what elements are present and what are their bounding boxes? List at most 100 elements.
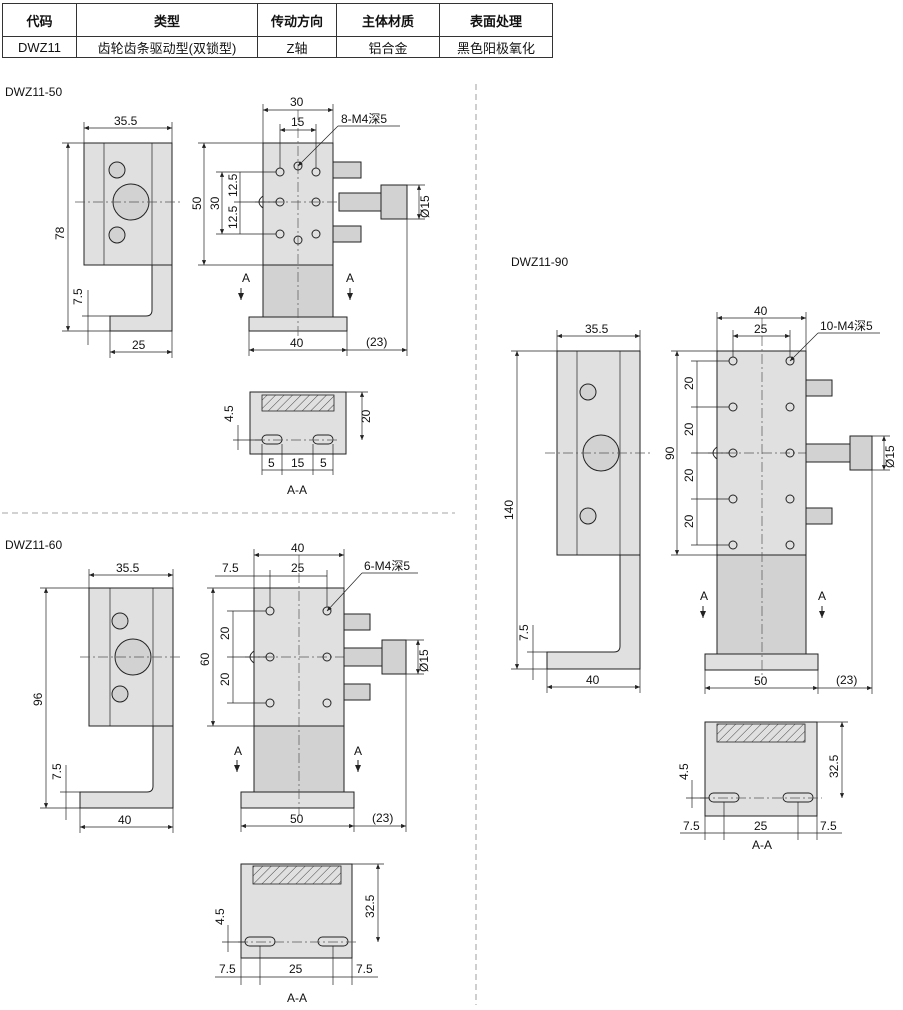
front-base-60 <box>240 791 355 809</box>
knob-icon <box>381 639 407 675</box>
section-mark-right-50: A <box>346 271 354 285</box>
lock-knob-icon <box>332 161 362 179</box>
spec-table: 代码 类型 传动方向 主体材质 表面处理 DWZ11 齿轮齿条驱动型(双锁型) … <box>2 3 553 58</box>
screw-icon <box>108 226 126 244</box>
shaft-icon <box>338 192 382 212</box>
shaft-icon <box>805 443 851 463</box>
shaft-icon <box>343 647 383 667</box>
hole-icon <box>311 197 321 207</box>
section-hatch-60 <box>252 865 342 885</box>
dim-top-mid-90: 25 <box>754 322 768 336</box>
lock-knob-icon <box>332 225 362 243</box>
screw-icon <box>108 161 126 179</box>
lock-knob-icon <box>343 613 371 631</box>
section-hatch-90 <box>716 723 806 743</box>
dim-pitch-2-50: 12.5 <box>226 205 240 229</box>
dim-top-width-50: 30 <box>290 95 304 109</box>
dim-extension-50: (23) <box>366 335 387 349</box>
dim-side-base-w-60: 40 <box>118 813 132 827</box>
section-hatch-50 <box>261 394 335 412</box>
section-mark-left-60: A <box>234 744 242 758</box>
screw-icon <box>579 507 597 525</box>
section-mark-right-90: A <box>818 589 826 603</box>
dim-pitch-3-90: 20 <box>682 468 696 482</box>
cell-type: 齿轮齿条驱动型(双锁型) <box>76 36 258 58</box>
dim-side-width-90: 35.5 <box>585 322 609 336</box>
dim-plate-height-60: 60 <box>198 652 212 666</box>
dim-knob-dia-50: Ø15 <box>418 195 432 218</box>
dim-pitch-1-60: 20 <box>218 626 232 640</box>
dim-section-h-90: 4.5 <box>677 763 691 780</box>
dim-plate-height-90: 90 <box>663 446 677 460</box>
dim-section-b2-90: 25 <box>754 819 768 833</box>
dim-side-base-w-50: 25 <box>132 338 146 352</box>
dim-pitch-2-90: 20 <box>682 422 696 436</box>
model-50-label: DWZ11-50 <box>5 85 62 99</box>
dim-side-height-60: 96 <box>31 692 45 706</box>
dim-section-w-60: 32.5 <box>363 894 377 918</box>
dim-section-w-90: 32.5 <box>827 754 841 778</box>
header-finish: 表面处理 <box>439 3 553 37</box>
dim-section-b1-60: 7.5 <box>219 962 236 976</box>
dim-section-b3-60: 7.5 <box>356 962 373 976</box>
dim-extension-60: (23) <box>372 811 393 825</box>
spec-header-row: 代码 类型 传动方向 主体材质 表面处理 <box>2 3 553 37</box>
side-view-90: 35.5 140 7.5 40 <box>502 322 650 693</box>
dim-knob-dia-90: Ø15 <box>883 445 897 468</box>
dim-plate-height-50: 50 <box>190 196 204 210</box>
dim-section-b3-50: 5 <box>320 456 327 470</box>
dim-base-width-90: 50 <box>754 674 768 688</box>
front-view-50: 30 15 8-M4深5 50 30 12.5 12.5 Ø15 40 <box>190 95 432 356</box>
side-bracket-50 <box>109 264 173 332</box>
cell-material: 铝合金 <box>336 36 440 58</box>
side-bracket-90 <box>546 554 641 670</box>
dim-base-width-60: 50 <box>290 812 304 826</box>
hole-icon <box>322 652 332 662</box>
side-bracket-60 <box>79 725 174 809</box>
knob-icon <box>849 435 873 471</box>
section-view-50: 4.5 20 5 15 5 A-A <box>222 391 373 497</box>
header-code: 代码 <box>2 3 77 37</box>
dim-section-w-50: 20 <box>359 409 373 423</box>
dim-top-width-60: 40 <box>291 541 305 555</box>
dim-section-h-60: 4.5 <box>213 908 227 925</box>
spec-data-row: DWZ11 齿轮齿条驱动型(双锁型) Z轴 铝合金 黑色阳极氧化 <box>2 36 553 58</box>
dim-pitch-1-90: 20 <box>682 376 696 390</box>
front-base-90 <box>704 653 819 671</box>
model-60-label: DWZ11-60 <box>5 538 62 552</box>
dim-section-h-50: 4.5 <box>222 405 236 422</box>
dim-base-width-50: 40 <box>290 336 304 350</box>
dim-side-height-50: 78 <box>53 226 67 240</box>
model-90-group: DWZ11-90 35.5 140 7.5 40 <box>502 255 897 852</box>
cell-code: DWZ11 <box>2 36 77 58</box>
section-label-60: A-A <box>287 991 307 1005</box>
cell-finish: 黑色阳极氧化 <box>439 36 553 58</box>
section-mark-left-90: A <box>700 589 708 603</box>
dim-section-b2-50: 15 <box>291 456 305 470</box>
dim-side-height-90: 140 <box>502 500 516 520</box>
front-view-60: 40 7.5 25 6-M4深5 60 20 20 Ø15 50 (23) A <box>198 541 431 832</box>
model-60-group: DWZ11-60 35.5 96 7.5 40 <box>5 538 431 1005</box>
hole-icon <box>785 402 795 412</box>
section-view-60: 4.5 32.5 7.5 25 7.5 A-A <box>213 863 384 1005</box>
lock-knob-icon <box>343 683 371 701</box>
lock-knob-icon <box>805 379 833 397</box>
slot-icon <box>261 434 283 445</box>
hole-icon <box>322 698 332 708</box>
front-view-90: 40 25 10-M4深5 90 20 20 20 20 Ø15 50 <box>663 304 897 694</box>
dim-section-b3-90: 7.5 <box>820 819 837 833</box>
side-view-50: 35.5 78 7.5 25 <box>53 114 180 358</box>
dim-top-mid-60: 25 <box>291 561 305 575</box>
hole-icon <box>785 494 795 504</box>
thread-callout-90: 10-M4深5 <box>820 319 873 333</box>
dim-side-base-h-90: 7.5 <box>517 624 531 641</box>
dim-section-b1-90: 7.5 <box>683 819 700 833</box>
mount-holes-90 <box>728 356 795 550</box>
dim-side-base-w-90: 40 <box>586 673 600 687</box>
dim-pitch-4-90: 20 <box>682 514 696 528</box>
hole-icon <box>311 229 321 239</box>
section-mark-right-60: A <box>354 744 362 758</box>
hole-icon <box>293 235 303 245</box>
section-label-90: A-A <box>752 838 772 852</box>
